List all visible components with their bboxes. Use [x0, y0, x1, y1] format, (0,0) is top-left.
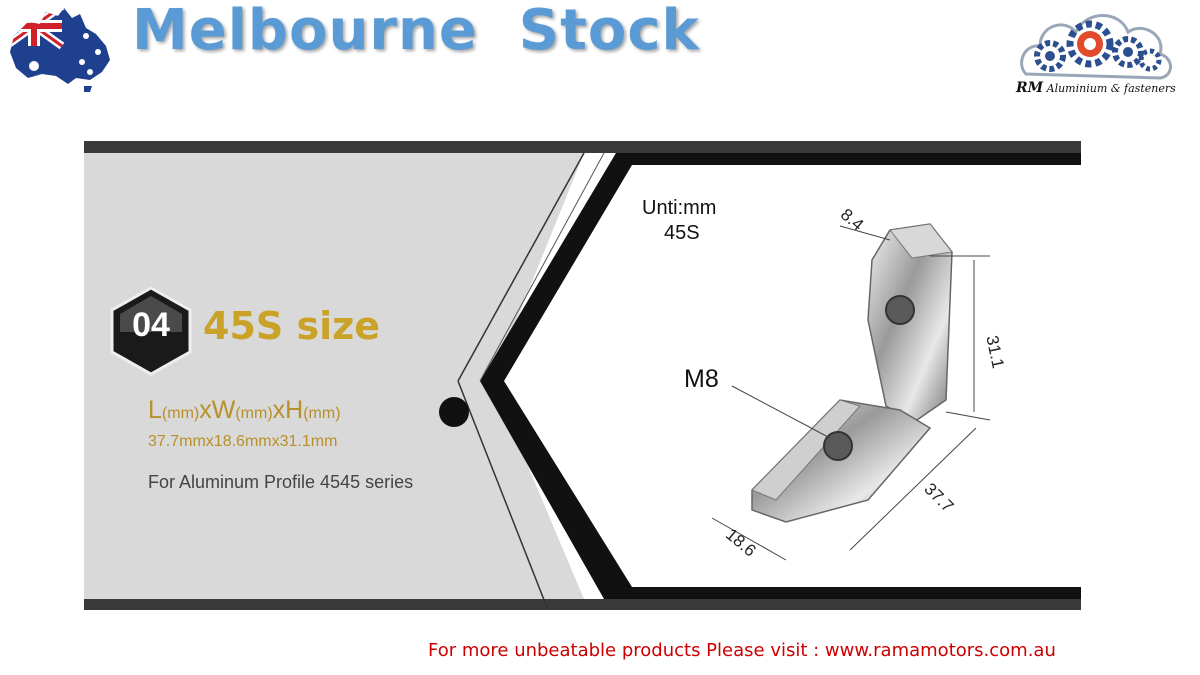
- australia-flag-map-icon: [10, 8, 110, 92]
- formula-unit-w: (mm): [235, 405, 273, 422]
- thread-label: M8: [684, 365, 719, 393]
- formula-l: L: [148, 396, 162, 424]
- formula-x1: x: [199, 396, 212, 424]
- product-banner: [84, 141, 1081, 610]
- formula-unit-l: (mm): [161, 405, 200, 422]
- formula-w: W: [211, 396, 236, 424]
- dims-formula: L(mm)xW(mm)xH(mm): [148, 396, 341, 425]
- profile-note: For Aluminum Profile 4545 series: [148, 472, 414, 492]
- formula-unit-h: (mm): [303, 405, 341, 422]
- footer-website-text[interactable]: For more unbeatable products Please visi…: [428, 640, 1056, 661]
- series-label: 45S: [664, 222, 700, 244]
- gears-logo-icon: [1020, 14, 1172, 80]
- logo-tagline: Aluminium & fasteners: [1046, 82, 1176, 95]
- hex-badge-icon: [110, 286, 192, 376]
- badge-number: 04: [132, 306, 170, 344]
- formula-h: H: [285, 396, 304, 424]
- size-title: 45S size: [203, 304, 381, 348]
- formula-x2: x: [272, 396, 286, 424]
- page-headline: Melbourne Stock: [132, 0, 700, 63]
- corner-bracket-drawing: [711, 223, 991, 561]
- logo-brand: RM: [1016, 80, 1044, 96]
- banner-graphic: [84, 141, 1081, 610]
- logo-caption: RM Aluminium & fasteners: [1016, 80, 1180, 96]
- dims-values: 37.7mmx18.6mmx31.1mm: [148, 433, 338, 450]
- unit-label: Unti:mm: [642, 197, 717, 219]
